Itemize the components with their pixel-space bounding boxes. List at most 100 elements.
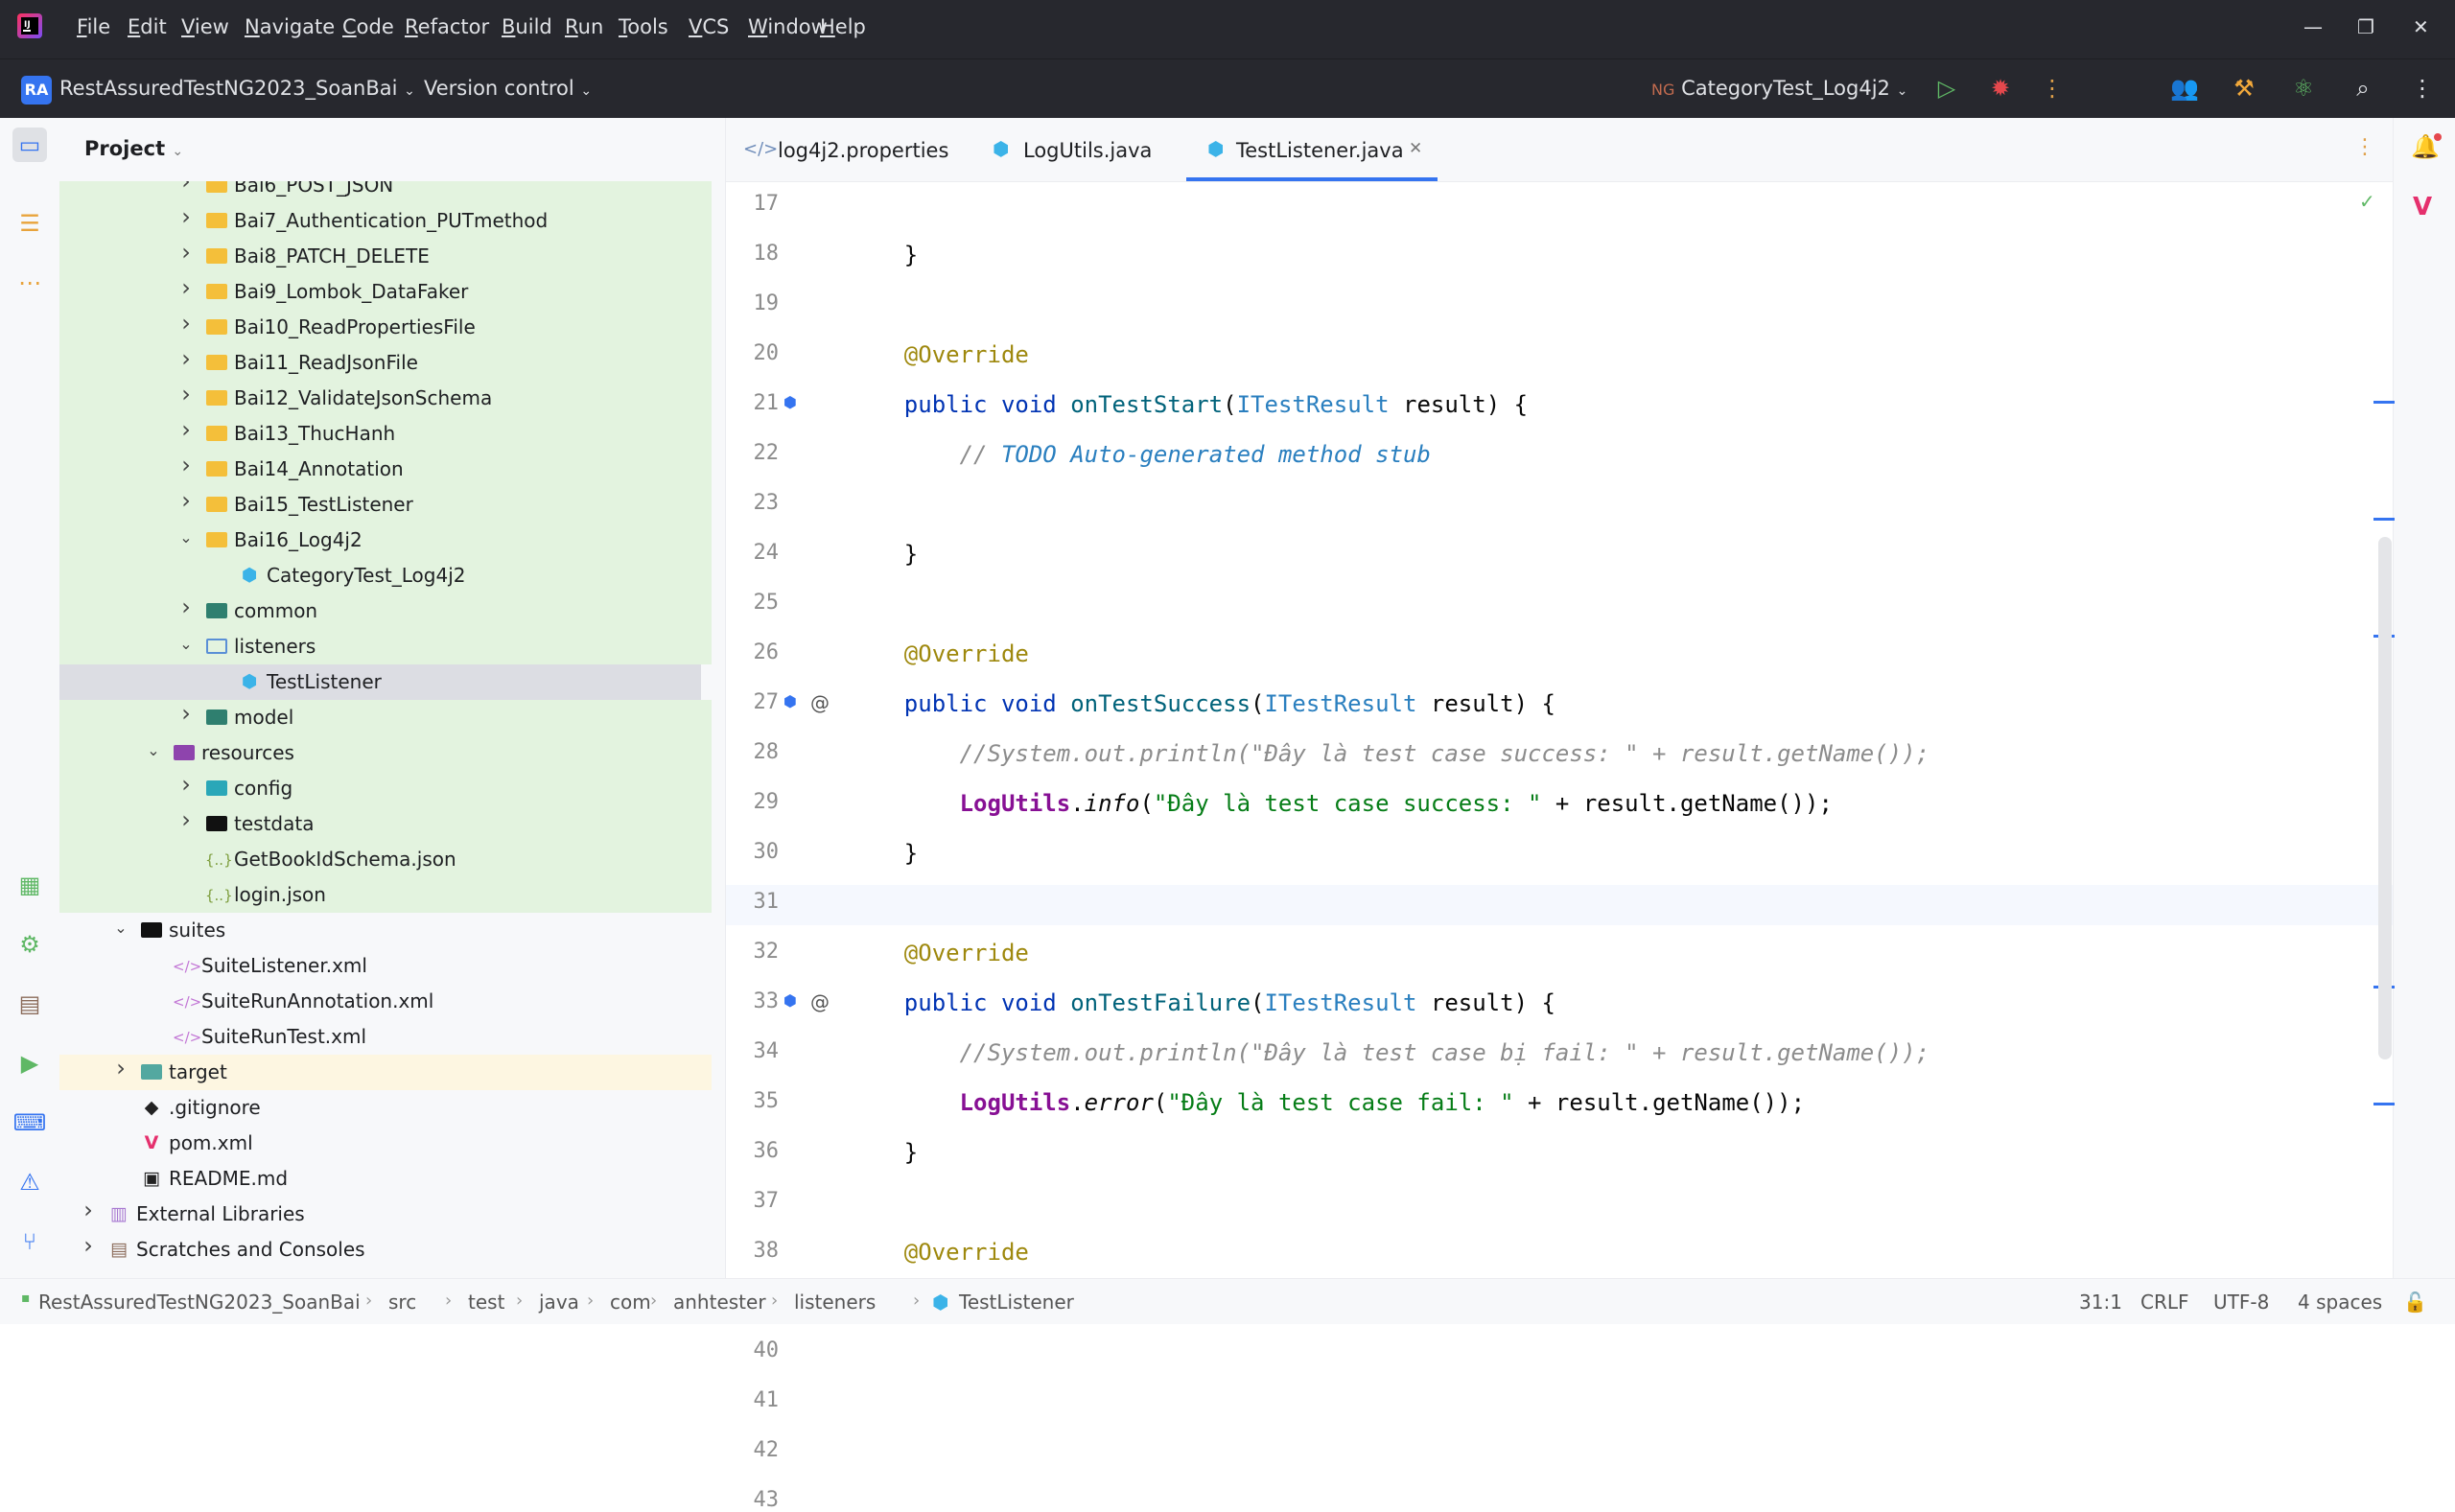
chevron-right-icon[interactable]: › xyxy=(181,452,191,478)
tree-item[interactable]: ›common xyxy=(59,593,712,629)
breadcrumb-item[interactable]: TestListener xyxy=(959,1291,1074,1314)
chevron-right-icon[interactable]: › xyxy=(181,806,191,833)
tree-item[interactable]: ›▤Scratches and Consoles xyxy=(59,1232,712,1268)
tree-item[interactable]: ›Bai11_ReadJsonFile xyxy=(59,345,712,381)
tree-item[interactable]: ›testdata xyxy=(59,806,712,842)
chevron-down-icon[interactable]: ⌄ xyxy=(114,919,128,937)
breadcrumb-item[interactable]: anhtester xyxy=(673,1291,766,1314)
tree-item[interactable]: </>SuiteListener.xml xyxy=(59,948,712,984)
menu-view[interactable]: View xyxy=(181,15,229,38)
lock-icon[interactable]: 🔓 xyxy=(2403,1291,2427,1314)
editor-scrollbar[interactable] xyxy=(2378,537,2392,1059)
menu-refactor[interactable]: Refactor xyxy=(405,15,489,38)
project-panel-title[interactable]: Project ⌄ xyxy=(84,137,184,160)
tab-testlistener-java[interactable]: ⬢ TestListener.java ✕ xyxy=(1186,118,1438,181)
project-tool-icon[interactable]: ▭ xyxy=(12,128,47,162)
plugins-icon[interactable]: ▦ xyxy=(18,872,41,898)
vcs-selector[interactable]: Version control ⌄ xyxy=(424,77,593,100)
implements-method-icon[interactable]: ⬢ xyxy=(783,991,797,1010)
tree-item[interactable]: ›Bai8_PATCH_DELETE xyxy=(59,239,712,274)
caret-position[interactable]: 31:1 xyxy=(2079,1291,2122,1314)
tree-item[interactable]: ›model xyxy=(59,700,712,735)
chevron-right-icon[interactable]: › xyxy=(116,1055,126,1082)
tree-item[interactable]: ›Bai12_ValidateJsonSchema xyxy=(59,381,712,416)
breadcrumb-item[interactable]: listeners xyxy=(794,1291,877,1314)
tree-item[interactable]: ›Bai10_ReadPropertiesFile xyxy=(59,310,712,345)
tree-item[interactable]: ›Bai6_POST_JSON xyxy=(59,181,712,203)
menu-edit[interactable]: Edit xyxy=(128,15,167,38)
tab-options-icon[interactable]: ⋮ xyxy=(2354,135,2375,159)
tab-log4j2-properties[interactable]: </> log4j2.properties xyxy=(743,139,949,162)
tree-item[interactable]: {..}GetBookIdSchema.json xyxy=(59,842,712,877)
chevron-right-icon[interactable]: › xyxy=(181,593,191,620)
code-editor[interactable]: } @Override public void onTestStart(ITes… xyxy=(870,182,2393,1278)
tree-item[interactable]: ◆.gitignore xyxy=(59,1090,712,1126)
chevron-right-icon[interactable]: › xyxy=(181,416,191,443)
more-tools-icon[interactable]: ⋯ xyxy=(18,269,41,296)
tree-item[interactable]: ⌄Bai16_Log4j2 xyxy=(59,523,712,558)
menu-vcs[interactable]: VCS xyxy=(689,15,729,38)
project-badge[interactable]: RA xyxy=(21,76,52,105)
menu-build[interactable]: Build xyxy=(502,15,552,38)
tree-item[interactable]: ›config xyxy=(59,771,712,806)
problems-icon[interactable]: ⚠ xyxy=(19,1169,40,1196)
chevron-right-icon[interactable]: › xyxy=(181,310,191,337)
tree-item[interactable]: </>SuiteRunAnnotation.xml xyxy=(59,984,712,1019)
services-icon[interactable]: ⚙ xyxy=(19,931,40,958)
menu-window[interactable]: Window xyxy=(748,15,828,38)
menu-navigate[interactable]: Navigate xyxy=(245,15,335,38)
breadcrumb-item[interactable]: java xyxy=(539,1291,579,1314)
chevron-right-icon[interactable]: › xyxy=(181,239,191,266)
tree-item[interactable]: ⬢TestListener xyxy=(59,664,701,700)
breadcrumb-item[interactable]: src xyxy=(388,1291,417,1314)
ai-assistant-icon[interactable]: ⚛ xyxy=(2293,75,2314,102)
tree-item[interactable]: ⌄listeners xyxy=(59,629,712,664)
chevron-down-icon[interactable]: ⌄ xyxy=(179,635,193,653)
implements-method-icon[interactable]: ⬢ xyxy=(783,393,797,411)
tree-item[interactable]: ›Bai15_TestListener xyxy=(59,487,712,523)
tree-item[interactable]: ⌄resources xyxy=(59,735,712,771)
menu-help[interactable]: Help xyxy=(820,15,866,38)
chevron-right-icon[interactable]: › xyxy=(181,274,191,301)
annotation-marker-icon[interactable]: @ xyxy=(810,691,830,714)
database-icon[interactable]: ▤ xyxy=(18,990,41,1017)
tree-item[interactable]: ›▥External Libraries xyxy=(59,1197,712,1232)
maven-tool-icon[interactable]: V xyxy=(2413,193,2433,221)
menu-code[interactable]: Code xyxy=(342,15,394,38)
no-problems-check-icon[interactable]: ✓ xyxy=(2359,190,2375,213)
chevron-down-icon[interactable]: ⌄ xyxy=(147,741,160,759)
tree-item[interactable]: ⬢CategoryTest_Log4j2 xyxy=(59,558,712,593)
run-tool-icon[interactable]: ▶ xyxy=(20,1050,39,1077)
breadcrumb-item[interactable]: com xyxy=(610,1291,651,1314)
code-with-me-icon[interactable]: 👥 xyxy=(2170,75,2199,102)
chevron-right-icon[interactable]: › xyxy=(181,771,191,798)
breadcrumb-item[interactable]: test xyxy=(468,1291,505,1314)
tree-item[interactable]: </>SuiteRunTest.xml xyxy=(59,1019,712,1055)
tree-item[interactable]: ›Bai7_Authentication_PUTmethod xyxy=(59,203,712,239)
tree-item[interactable]: ⌄suites xyxy=(59,913,712,948)
project-selector[interactable]: RestAssuredTestNG2023_SoanBai ⌄ xyxy=(59,77,415,100)
chevron-right-icon[interactable]: › xyxy=(83,1232,93,1259)
settings-tools-icon[interactable]: ⚒ xyxy=(2233,75,2255,102)
tree-item[interactable]: ›target xyxy=(59,1055,712,1090)
terminal-icon[interactable]: ⌨ xyxy=(12,1109,47,1136)
tree-item[interactable]: ›Bai9_Lombok_DataFaker xyxy=(59,274,712,310)
menu-tools[interactable]: Tools xyxy=(619,15,668,38)
tree-item[interactable]: ▣README.md xyxy=(59,1161,712,1197)
run-icon[interactable]: ▷ xyxy=(1937,75,1956,102)
tree-item[interactable]: ›Bai13_ThucHanh xyxy=(59,416,712,452)
chevron-right-icon[interactable]: › xyxy=(181,203,191,230)
menu-file[interactable]: File xyxy=(77,15,110,38)
tree-item[interactable]: {..}login.json xyxy=(59,877,712,913)
chevron-right-icon[interactable]: › xyxy=(181,181,191,195)
chevron-right-icon[interactable]: › xyxy=(181,381,191,407)
tree-item[interactable]: ›Bai14_Annotation xyxy=(59,452,712,487)
chevron-right-icon[interactable]: › xyxy=(181,700,191,727)
more-actions-icon[interactable]: ⋮ xyxy=(2041,75,2064,102)
run-config-selector[interactable]: NG CategoryTest_Log4j2 ⌄ xyxy=(1651,77,1908,100)
chevron-down-icon[interactable]: ⌄ xyxy=(179,528,193,547)
chevron-right-icon[interactable]: › xyxy=(181,487,191,514)
annotation-marker-icon[interactable]: @ xyxy=(810,990,830,1013)
restore-button[interactable]: ❐ xyxy=(2357,15,2374,38)
